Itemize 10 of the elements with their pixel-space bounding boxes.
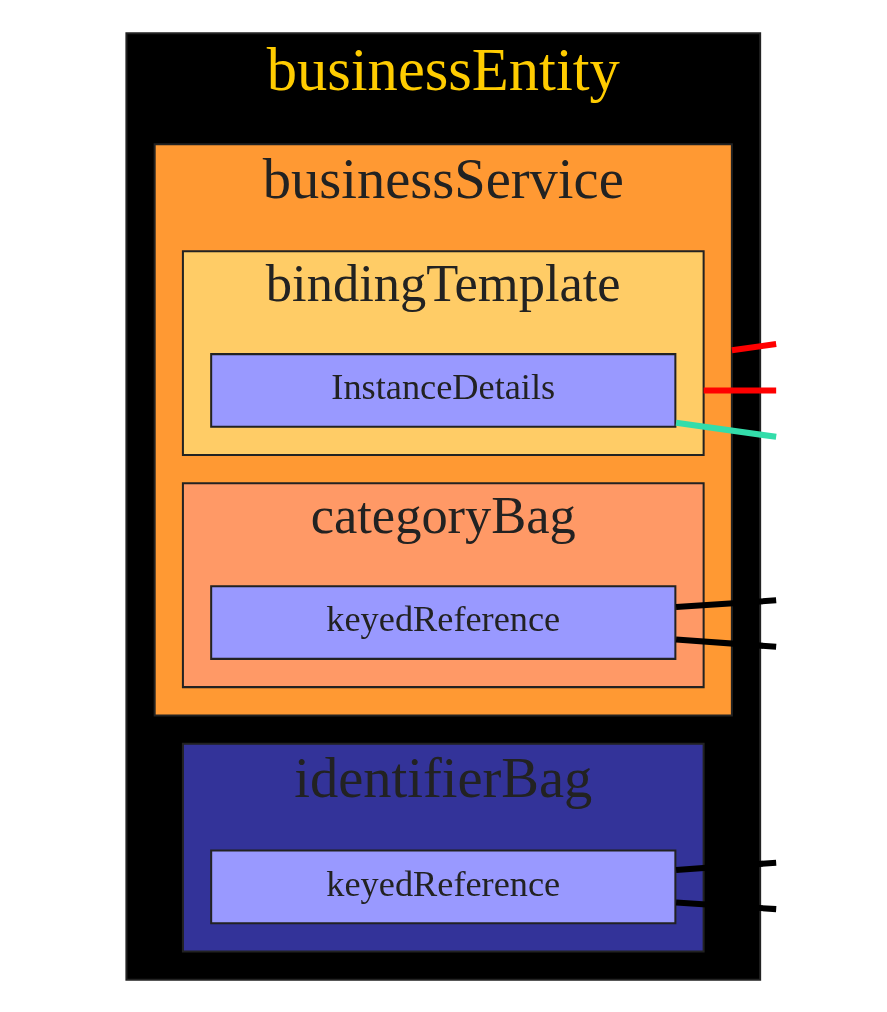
connector bbox=[675, 419, 777, 440]
connector bbox=[675, 859, 776, 873]
connector bbox=[675, 898, 776, 912]
node-box: keyedReference bbox=[209, 584, 676, 660]
connector bbox=[675, 596, 776, 610]
connector bbox=[675, 635, 776, 650]
node-box: InstanceDetails bbox=[209, 352, 676, 428]
node-box: keyedReference bbox=[209, 849, 676, 924]
connector bbox=[703, 386, 776, 393]
connector bbox=[730, 340, 777, 353]
